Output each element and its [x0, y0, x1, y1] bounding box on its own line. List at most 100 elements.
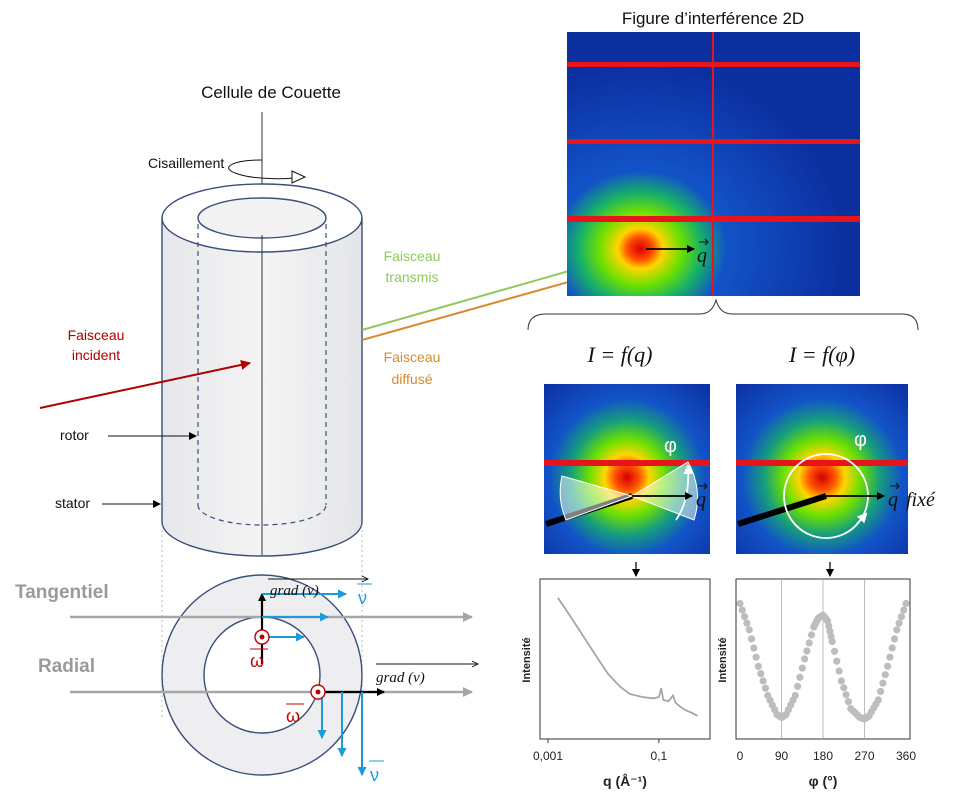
series-point-phi	[796, 673, 804, 681]
chart-phi-xlabel: φ (°)	[809, 773, 838, 789]
series-point-phi	[840, 684, 848, 692]
series-point-phi	[754, 662, 763, 670]
radial-vectors	[310, 660, 480, 776]
q-arrowhat-q	[698, 482, 708, 490]
rotor-bottom	[197, 504, 327, 526]
chart-phi-tick-label: 0	[737, 749, 744, 763]
cell-title: Cellule de Couette	[201, 83, 341, 102]
q-arrowhat-phi	[890, 482, 900, 490]
beamstop-q	[544, 460, 710, 466]
series-point-phi	[886, 653, 894, 661]
beamstop-arm-phi	[737, 493, 827, 527]
series-point-phi	[761, 684, 770, 692]
scattering-pattern-2d	[567, 32, 860, 296]
chart-intensity-vs-q: 0,001 0,1	[533, 578, 711, 763]
series-point-phi	[803, 647, 811, 655]
series-point-phi	[743, 619, 751, 627]
series-line-q	[557, 597, 699, 717]
phi-circle-arrow	[855, 512, 868, 526]
couette-cylinder	[161, 112, 363, 557]
series-point-phi	[745, 626, 753, 634]
series-point-phi	[874, 696, 882, 704]
beamstop-phi	[736, 460, 908, 466]
series-point-phi	[738, 606, 746, 614]
chart-phi-tick-label: 360	[896, 749, 916, 763]
equation-phi: I = f(φ)	[788, 342, 855, 367]
grad-label-1: grad (ν)	[270, 583, 319, 599]
series-point-phi	[807, 631, 816, 639]
chart-q-xlabel: q (Å⁻¹)	[603, 773, 647, 789]
series-point-phi	[902, 599, 910, 608]
series-point-phi	[794, 682, 802, 691]
series-point-phi	[759, 677, 767, 685]
series-point-phi	[757, 670, 765, 678]
tangential-label: Tangentiel	[15, 582, 109, 603]
fixe-label: fixé	[906, 489, 936, 511]
chart-phi-ylabel: Intensité	[717, 637, 729, 682]
radial-label: Radial	[38, 656, 95, 677]
series-point-phi	[884, 662, 892, 670]
tangential-vectors	[254, 575, 370, 664]
chart-q-frame	[539, 578, 711, 740]
omega-label-2: ω	[286, 706, 300, 726]
series-point-phi	[750, 644, 758, 652]
rotor-label: rotor	[60, 427, 89, 443]
series-point-phi	[805, 639, 813, 647]
phi-label-q: φ	[664, 435, 677, 457]
sector-wedge	[559, 461, 698, 521]
series-point-phi	[830, 647, 839, 655]
shear-label: Cisaillement	[148, 155, 224, 171]
series-point-phi	[888, 644, 896, 652]
pattern-phi-circle	[736, 384, 908, 554]
series-point-phi	[890, 635, 899, 643]
nu-label-2: ν	[370, 765, 379, 785]
chart-phi-tick-label: 90	[775, 749, 789, 763]
series-point-phi	[791, 691, 799, 700]
pattern-q-sector	[544, 384, 710, 554]
series-point-phi	[837, 677, 846, 685]
brace	[527, 298, 919, 331]
series-point-phi	[747, 635, 756, 643]
chart-phi-tick-label: 270	[854, 749, 874, 763]
series-point-phi	[879, 679, 887, 687]
series-point-phi	[900, 606, 908, 614]
q-arrowhat-main	[699, 238, 709, 246]
series-point-phi	[877, 687, 885, 696]
q-label-phi: q	[888, 489, 898, 511]
q-label-main: q	[697, 245, 707, 267]
chart-q-tick-label: 0,001	[533, 749, 563, 763]
series-point-phi	[897, 613, 906, 621]
shear-rotation-arrow	[228, 159, 307, 184]
rotor-top	[197, 197, 327, 239]
series-point-phi	[752, 653, 760, 661]
incident-beam	[39, 359, 251, 409]
series-point-phi	[835, 667, 843, 675]
series-point-phi	[833, 657, 841, 665]
series-point-phi	[741, 613, 749, 621]
beamstop-vertical	[712, 32, 714, 296]
series-point-phi	[893, 626, 901, 634]
q-label-q: q	[696, 489, 706, 511]
ring-top-view	[161, 574, 363, 776]
nu-label-1: ν	[358, 588, 367, 608]
series-point-phi	[798, 664, 806, 672]
chart-q-tick-label: 0,1	[651, 749, 668, 763]
series-point-phi	[842, 691, 850, 699]
grad-label-2: grad (ν)	[376, 670, 425, 686]
omega-label-1: ω	[250, 651, 264, 671]
chart-q-ylabel: Intensité	[521, 637, 533, 682]
series-point-phi	[801, 655, 809, 663]
equation-q: I = f(q)	[587, 342, 653, 367]
series-point-phi	[828, 637, 836, 646]
phi-label-phi: φ	[854, 429, 867, 451]
series-point-phi	[881, 671, 889, 679]
series-point-phi	[736, 599, 744, 608]
figure-title: Figure d’interférence 2D	[622, 9, 804, 28]
stator-label: stator	[55, 495, 90, 511]
series-point-phi	[895, 619, 903, 627]
